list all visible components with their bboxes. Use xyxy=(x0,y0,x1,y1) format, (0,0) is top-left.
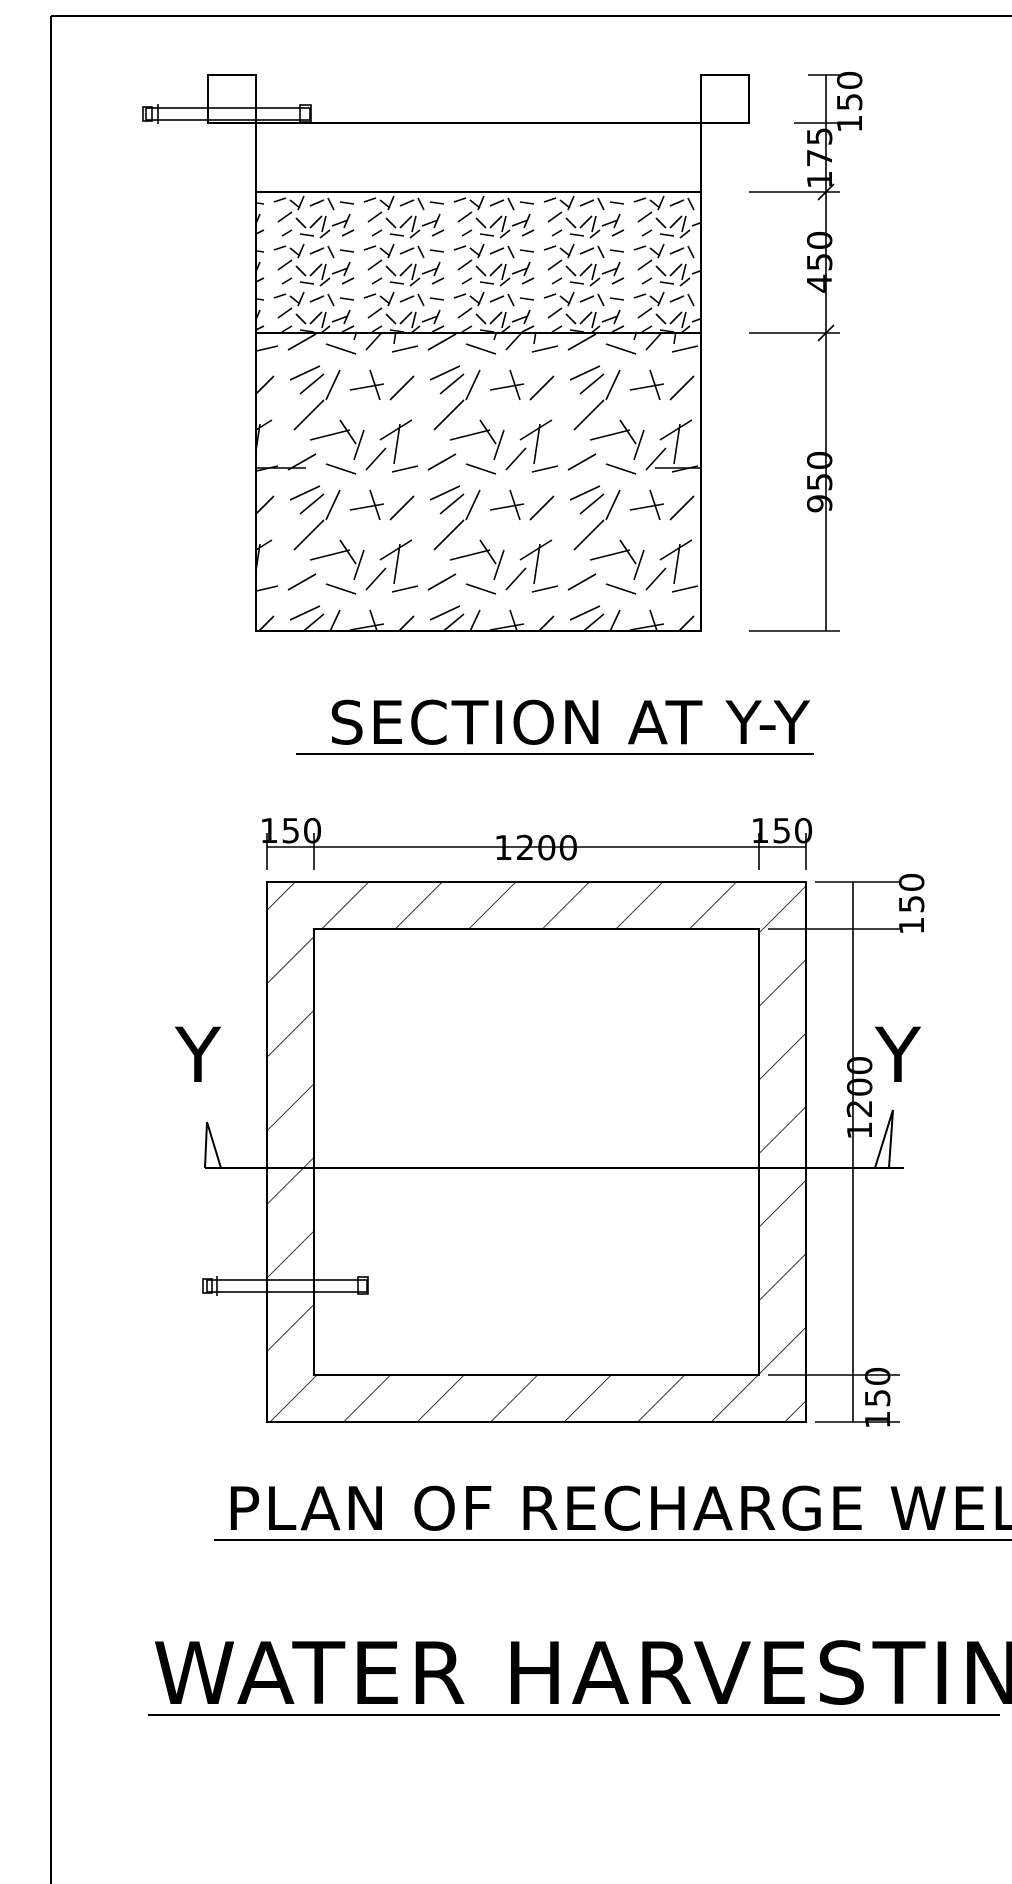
section-wall-cap-left xyxy=(207,74,257,124)
plan-pipe-end xyxy=(202,1278,213,1294)
section-tick-192 xyxy=(817,183,835,201)
dim-section-950: 950 xyxy=(801,450,841,515)
section-cut-arrow-right xyxy=(874,1109,894,1169)
plan-caption: PLAN OF RECHARGE WEL xyxy=(225,1475,1012,1545)
section-wall-cap-right xyxy=(700,74,750,124)
plan-inner-edge xyxy=(313,928,760,1376)
section-view: 150 175 450 950 xyxy=(142,70,871,632)
section-marker-left: Y xyxy=(174,1011,222,1100)
dim-section-450: 450 xyxy=(801,230,841,295)
dim-plan-150-left: 150 xyxy=(259,812,324,852)
plan-view: Y Y 150 1200 150 150 1200 150 xyxy=(174,812,933,1430)
plan-inlet-pipe xyxy=(206,1279,368,1293)
dim-plan-150-right: 150 xyxy=(750,812,815,852)
plan-pipe-flange xyxy=(357,1276,369,1295)
section-marker-right: Y xyxy=(874,1011,922,1100)
section-pipe-end xyxy=(142,106,153,122)
plan-outer-edge xyxy=(266,881,807,1423)
boulder-layer xyxy=(255,332,702,632)
dim-section-175: 175 xyxy=(801,126,841,191)
dim-plan-150-top: 150 xyxy=(893,872,933,937)
dim-plan-1200-width: 1200 xyxy=(493,829,580,869)
section-tick-333 xyxy=(817,324,835,342)
plan-wall xyxy=(267,882,806,1422)
section-inlet-pipe xyxy=(145,107,311,121)
section-caption: SECTION AT Y-Y xyxy=(328,689,812,759)
section-cut-arrow-left xyxy=(204,1121,222,1169)
dim-plan-150-bottom: 150 xyxy=(859,1366,899,1431)
dim-section-150: 150 xyxy=(831,70,871,135)
dim-plan-1200-height: 1200 xyxy=(841,1055,881,1142)
gravel-layer xyxy=(255,191,702,334)
drawing-title: WATER HARVESTING xyxy=(152,1625,1012,1725)
